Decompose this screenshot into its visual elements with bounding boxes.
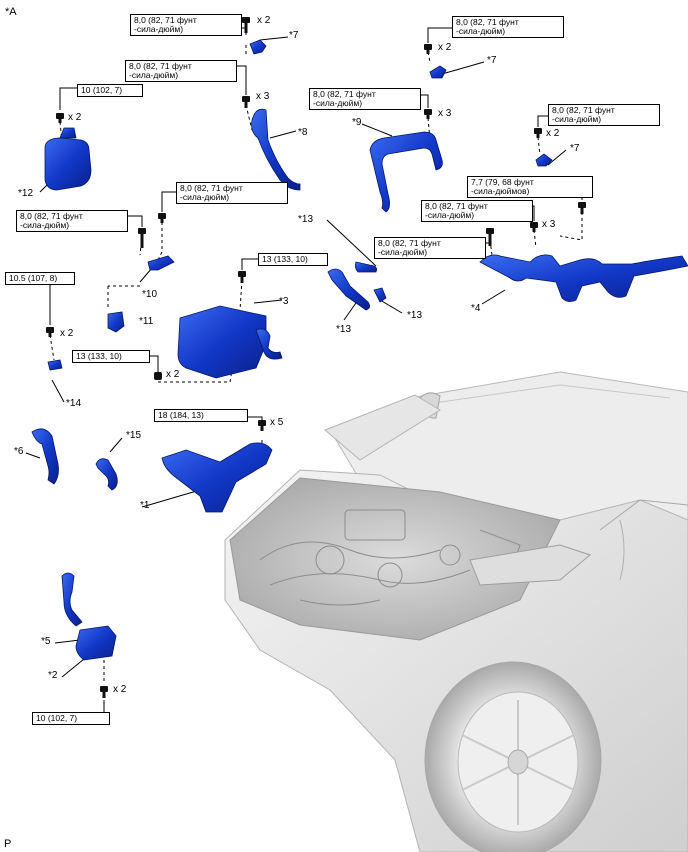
components [31, 39, 688, 661]
part-13-pipe-top [354, 261, 378, 273]
car-illustration [224, 371, 688, 852]
torque-text: -сила-дюйм) [180, 192, 230, 202]
bolts [46, 17, 586, 698]
part-14-clip [47, 359, 63, 371]
torque-text: -сила-дюйм) [20, 220, 70, 230]
torque-box: 13 (133, 10) [72, 350, 150, 363]
torque-box: 8,0 (82, 71 фунт-сила-дюйм) [125, 60, 237, 82]
part-5-pipe [61, 572, 83, 627]
callout: *8 [298, 127, 308, 138]
callout: *1 [140, 500, 150, 511]
torque-box: 7,7 (79, 68 фунт-сила-дюймов) [467, 176, 593, 198]
callout: *15 [126, 430, 142, 441]
callout: *10 [142, 289, 158, 300]
torque-text: -сила-дюйм) [378, 247, 428, 257]
callout: *7 [570, 143, 580, 154]
qty-label: x 2 [546, 128, 560, 139]
torque-text: 13 (133, 10) [262, 254, 308, 264]
torque-box: 8,0 (82, 71 фунт-сила-дюйм) [130, 14, 242, 36]
callout: *5 [41, 636, 51, 647]
qty-label: x 3 [542, 219, 556, 230]
callout: *11 [139, 316, 154, 327]
callout: *7 [289, 30, 299, 41]
torque-box: 18 (184, 13) [154, 409, 248, 422]
part-6-pipe [31, 428, 59, 485]
torque-box: 10.5 (107, 8) [5, 272, 75, 285]
part-7-bracket-right [535, 153, 553, 167]
torque-box: 8,0 (82, 71 фунт-сила-дюйм) [176, 182, 288, 204]
torque-text: 10 (102, 7) [36, 713, 78, 723]
part-13-pipe-small [373, 287, 387, 303]
qty-label: x 2 [60, 328, 74, 339]
part-7-bracket-right-top [429, 65, 447, 79]
part-8-hose [251, 108, 301, 191]
torque-box: 10 (102, 7) [77, 84, 143, 97]
callout: *14 [66, 398, 82, 409]
callout: *13 [336, 324, 352, 335]
torque-box: 8,0 (82, 71 фунт-сила-дюйм) [452, 16, 564, 38]
torque-text: 8,0 (82, 71 фунт [425, 201, 488, 211]
callout: *9 [352, 117, 362, 128]
qty-label: x 3 [438, 108, 452, 119]
callout: *7 [487, 55, 497, 66]
torque-box: 8,0 (82, 71 фунт-сила-дюйм) [421, 200, 533, 222]
torque-box: 8,0 (82, 71 фунт-сила-дюйм) [548, 104, 660, 126]
qty-label: x 2 [68, 112, 82, 123]
part-9-hose [369, 131, 443, 213]
callout: *13 [407, 310, 423, 321]
torque-box: 8,0 (82, 71 фунт-сила-дюйм) [16, 210, 128, 232]
callout: *2 [48, 670, 58, 681]
callout: *6 [14, 446, 24, 457]
torque-text: -сила-дюймов) [471, 186, 530, 196]
part-15-pipe [95, 458, 118, 491]
torque-text: 8,0 (82, 71 фунт [129, 61, 192, 71]
part-1-bracket [161, 442, 273, 513]
torque-text: 8,0 (82, 71 фунт [552, 105, 615, 115]
qty-label: x 2 [166, 369, 180, 380]
callout: *13 [298, 214, 314, 225]
torque-text: 18 (184, 13) [158, 410, 204, 420]
part-3-inverter [177, 305, 267, 379]
part-11-bracket [107, 311, 125, 333]
torque-box: 8,0 (82, 71 фунт-сила-дюйм) [374, 237, 486, 259]
part-7-bracket-top [249, 39, 267, 55]
torque-text: 8,0 (82, 71 фунт [313, 89, 376, 99]
qty-label: x 2 [257, 15, 271, 26]
part-4-hose-assembly [479, 254, 688, 302]
qty-label: x 2 [438, 42, 452, 53]
torque-text: 13 (133, 10) [76, 351, 122, 361]
part-13-pipe-left [327, 268, 370, 311]
callout: *3 [279, 296, 289, 307]
part-10-bracket [147, 255, 175, 271]
qty-label: x 2 [113, 684, 127, 695]
torque-text: -сила-дюйм) [425, 210, 475, 220]
callout: *4 [471, 303, 481, 314]
torque-text: -сила-дюйм) [552, 114, 602, 124]
torque-text: 10.5 (107, 8) [9, 273, 58, 283]
torque-text: -сила-дюйм) [134, 24, 184, 34]
torque-text: 8,0 (82, 71 фунт [134, 15, 197, 25]
torque-box: 13 (133, 10) [258, 253, 328, 266]
torque-text: -сила-дюйм) [313, 98, 363, 108]
torque-box: 10 (102, 7) [32, 712, 110, 725]
part-2-bracket [75, 625, 117, 661]
torque-text: 10 (102, 7) [81, 85, 123, 95]
qty-label: x 3 [256, 91, 270, 102]
torque-text: 8,0 (82, 71 фунт [180, 183, 243, 193]
qty-label: x 5 [270, 417, 284, 428]
torque-text: 8,0 (82, 71 фунт [378, 238, 441, 248]
torque-text: -сила-дюйм) [456, 26, 506, 36]
torque-text: 8,0 (82, 71 фунт [456, 17, 519, 27]
callout: *12 [18, 188, 34, 199]
torque-text: 8,0 (82, 71 фунт [20, 211, 83, 221]
torque-text: 7,7 (79, 68 фунт [471, 177, 534, 187]
part-12-reservoir [44, 137, 92, 191]
torque-box: 8,0 (82, 71 фунт-сила-дюйм) [309, 88, 421, 110]
footer-label: P [4, 838, 12, 850]
figure-label: *A [5, 6, 17, 18]
torque-text: -сила-дюйм) [129, 70, 179, 80]
